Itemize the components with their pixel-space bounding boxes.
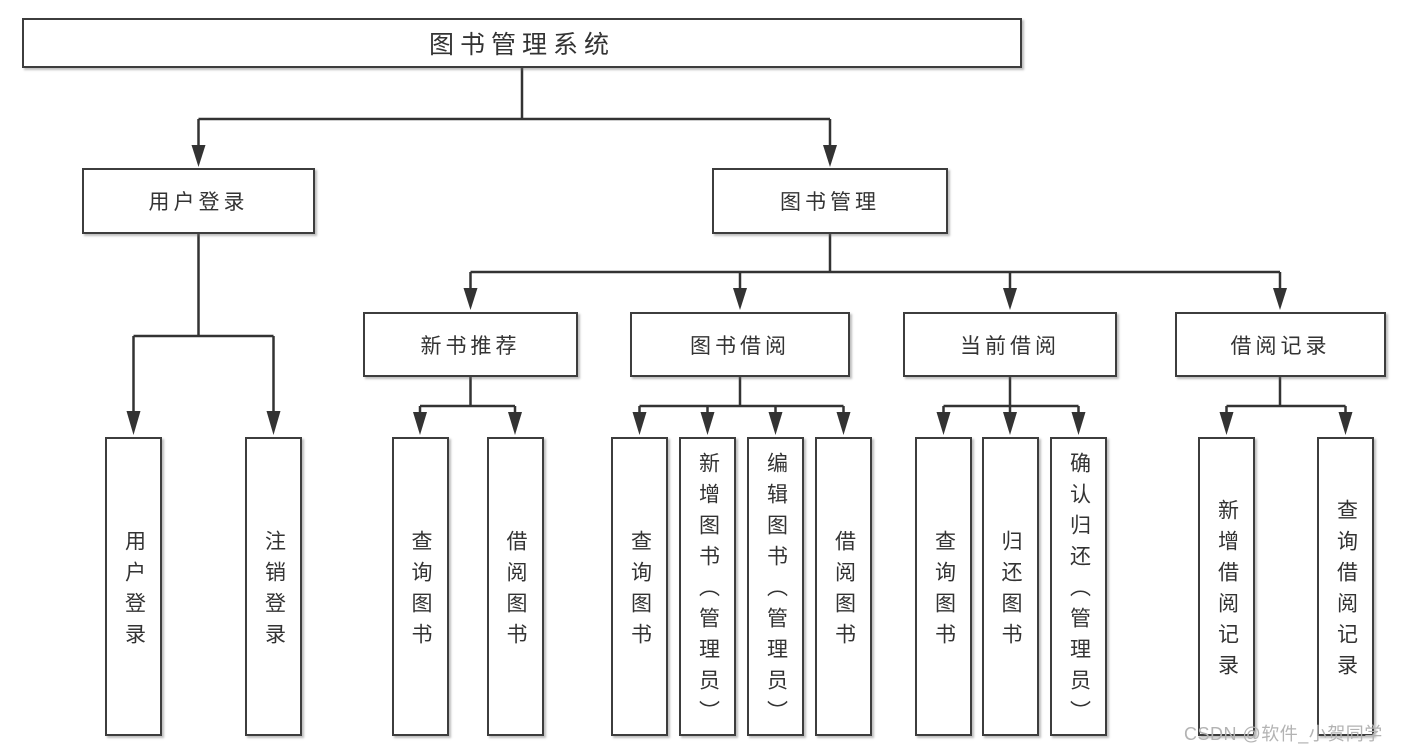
leaf-borrow-books: 借阅图书	[815, 437, 872, 736]
connector-borrow-records-to-children	[1219, 377, 1353, 435]
leaf-query-books-borrow: 查询图书	[611, 437, 668, 736]
connector-current-borrow-to-children	[936, 377, 1086, 435]
leaf-confirm-return-admin: 确认归还（管理员）	[1050, 437, 1107, 736]
arrow-down-icon	[191, 145, 206, 167]
arrow-down-icon	[1273, 288, 1287, 310]
arrow-down-icon	[768, 412, 783, 435]
leaf-add-borrow-record: 新增借阅记录	[1198, 437, 1255, 736]
leaf-borrow-books-recommend: 借阅图书	[486, 437, 544, 736]
arrow-down-icon	[413, 412, 427, 435]
node-book-borrow: 图书借阅	[630, 312, 850, 377]
arrow-down-icon	[632, 412, 647, 435]
leaf-query-books-recommend: 查询图书	[391, 437, 449, 736]
arrow-down-icon	[1071, 412, 1086, 435]
arrow-down-icon	[463, 288, 478, 310]
node-book-management-label: 图书管理	[780, 191, 880, 214]
leaf-query-borrow-record: 查询借阅记录	[1317, 437, 1374, 736]
connector-book-management-to-children	[463, 234, 1287, 310]
arrow-down-icon	[266, 411, 281, 435]
node-root-label: 图书管理系统	[428, 31, 615, 59]
node-new-book-recommend: 新书推荐	[363, 312, 578, 377]
arrow-down-icon	[700, 412, 715, 435]
arrow-down-icon	[823, 145, 837, 167]
arrow-down-icon	[936, 412, 951, 435]
node-new-book-recommend-label: 新书推荐	[420, 334, 521, 358]
node-book-borrow-label: 图书借阅	[690, 334, 790, 358]
node-current-borrow-label: 当前借阅	[960, 334, 1060, 358]
leaf-logout: 注销登录	[245, 437, 302, 736]
arrow-down-icon	[1003, 288, 1017, 310]
connector-user-login-to-children	[126, 234, 281, 435]
leaf-query-books-current: 查询图书	[915, 437, 972, 736]
arrow-down-icon	[126, 411, 141, 435]
node-user-login: 用户登录	[82, 168, 315, 234]
connector-root-to-level2	[191, 68, 837, 167]
arrow-down-icon	[836, 412, 851, 435]
node-borrow-records-label: 借阅记录	[1230, 334, 1331, 358]
leaf-user-login: 用户登录	[105, 437, 162, 736]
arrow-down-icon	[1003, 412, 1017, 435]
connector-new-book-to-children	[413, 377, 522, 435]
connector-book-borrow-to-children	[632, 377, 851, 435]
arrow-down-icon	[733, 288, 747, 310]
leaf-edit-book-admin: 编辑图书（管理员）	[747, 437, 804, 736]
leaf-return-book: 归还图书	[981, 437, 1039, 736]
arrow-down-icon	[1338, 412, 1353, 435]
node-borrow-records: 借阅记录	[1175, 312, 1386, 377]
arrow-down-icon	[508, 412, 522, 435]
node-root: 图书管理系统	[22, 18, 1022, 68]
leaf-add-book-admin: 新增图书（管理员）	[679, 437, 736, 736]
csdn-watermark: CSDN @软件_小贺同学	[1184, 724, 1383, 744]
arrow-down-icon	[1219, 412, 1234, 435]
node-user-login-label: 用户登录	[148, 191, 249, 214]
node-current-borrow: 当前借阅	[903, 312, 1117, 377]
node-book-management: 图书管理	[712, 168, 948, 234]
